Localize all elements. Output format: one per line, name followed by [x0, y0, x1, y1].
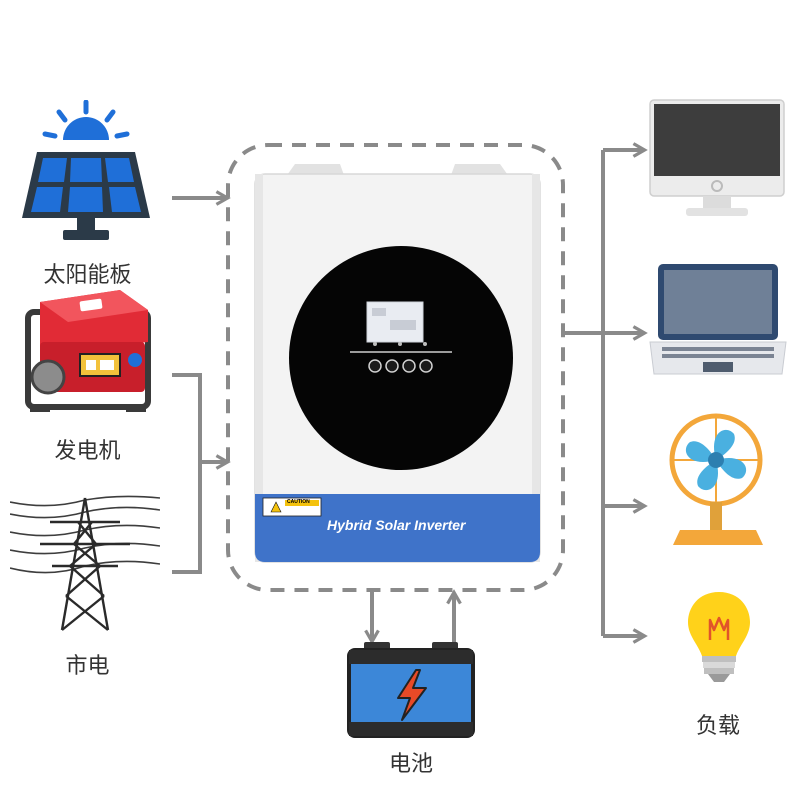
monitor-icon	[649, 99, 785, 216]
laptop-icon	[649, 264, 787, 375]
load-label: 负载	[695, 714, 740, 739]
inverter-caution-text: CAUTION	[287, 499, 310, 505]
solar-panel-icon	[22, 100, 150, 240]
inverter-name: Hybrid Solar Inverter	[327, 517, 466, 533]
grid-label: 市电	[65, 654, 110, 679]
power-tower-icon	[10, 495, 160, 631]
fan-icon	[669, 413, 763, 545]
battery-icon	[347, 642, 475, 738]
inverter-dashed-boundary	[226, 143, 565, 592]
battery-label: 电池	[388, 752, 433, 777]
generator-label: 发电机	[54, 439, 121, 464]
generator-grid-bracket	[172, 373, 202, 574]
solar-label: 太阳能板	[43, 263, 132, 288]
hybrid-inverter-device	[254, 164, 541, 563]
light-bulb-icon	[688, 592, 750, 682]
generator-icon	[25, 290, 151, 412]
